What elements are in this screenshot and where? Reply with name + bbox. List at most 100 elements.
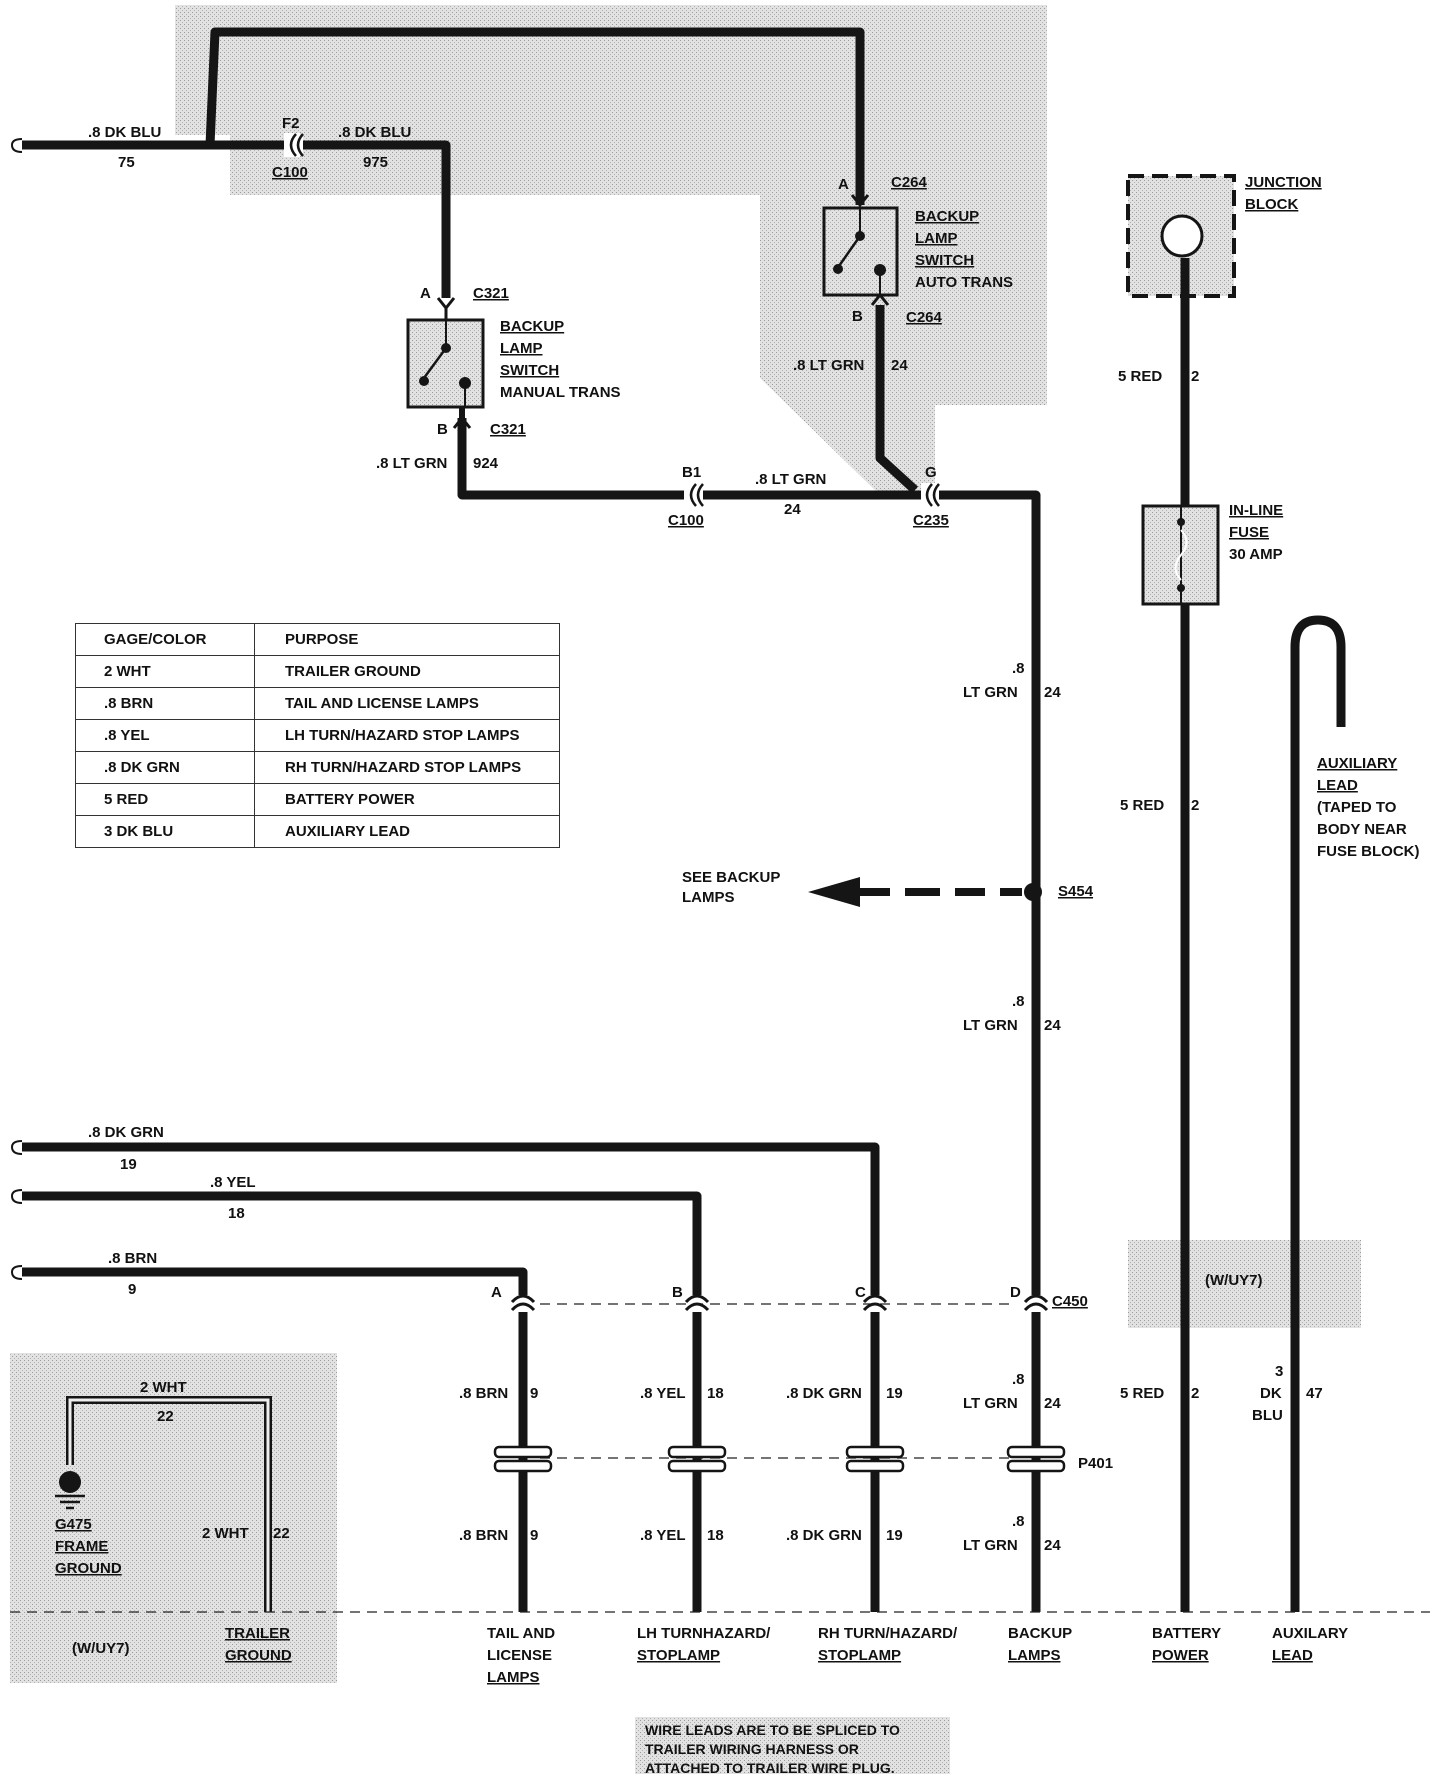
svg-text:LAMPS: LAMPS: [487, 1669, 540, 1686]
svg-text:3: 3: [1275, 1363, 1283, 1380]
legend-gage: .8 BRN: [75, 687, 255, 720]
svg-text:JUNCTION: JUNCTION: [1245, 174, 1322, 191]
svg-text:GROUND: GROUND: [225, 1647, 292, 1664]
svg-text:.8 LT GRN: .8 LT GRN: [755, 471, 826, 488]
svg-text:LAMPS: LAMPS: [1008, 1647, 1061, 1664]
svg-text:TRAILER WIRING HARNESS OR: TRAILER WIRING HARNESS OR: [645, 1741, 859, 1757]
svg-text:C100: C100: [668, 512, 704, 529]
svg-text:19: 19: [120, 1156, 137, 1173]
label-aux-lead: AUXILIARY LEAD (TAPED TO BODY NEAR FUSE …: [1317, 755, 1420, 860]
legend-row: 5 RED BATTERY POWER: [75, 783, 560, 816]
svg-text:LT GRN: LT GRN: [963, 684, 1018, 701]
svg-text:9: 9: [530, 1527, 538, 1544]
svg-text:STOPLAMP: STOPLAMP: [637, 1647, 720, 1664]
connector-c235: [921, 483, 940, 507]
legend-purpose: AUXILIARY LEAD: [254, 815, 560, 848]
wire-wht-22-core: [68, 1398, 270, 1612]
svg-text:18: 18: [228, 1205, 245, 1222]
splice-s454: [808, 877, 1042, 907]
svg-text:B: B: [437, 421, 448, 438]
svg-text:B: B: [672, 1284, 683, 1301]
label-backup-lamps: BACKUP LAMPS: [1008, 1625, 1072, 1664]
svg-text:BACKUP: BACKUP: [915, 208, 979, 225]
svg-text:STOPLAMP: STOPLAMP: [818, 1647, 901, 1664]
svg-text:RH TURN/HAZARD/: RH TURN/HAZARD/: [818, 1625, 958, 1642]
label-w975: .8 DK BLU 975: [338, 124, 411, 171]
label-w75: .8 DK BLU 75: [88, 124, 161, 171]
svg-text:.8 DK BLU: .8 DK BLU: [338, 124, 411, 141]
legend-header-gage: GAGE/COLOR: [75, 623, 255, 656]
svg-text:.8 BRN: .8 BRN: [459, 1385, 508, 1402]
label-w24-auto: .8 LT GRN 24: [793, 357, 908, 374]
p401-plug-2: [667, 1445, 727, 1473]
p401-plug-3: [845, 1445, 905, 1473]
svg-text:19: 19: [886, 1527, 903, 1544]
c450-connector-c: [862, 1294, 888, 1312]
svg-text:TAIL AND: TAIL AND: [487, 1625, 555, 1642]
svg-text:24: 24: [1044, 1017, 1061, 1034]
label-auto-switch: BACKUP LAMP SWITCH AUTO TRANS: [915, 208, 1013, 291]
label-lower-upper-wires: .8 BRN 9 .8 YEL 18 .8 DK GRN 19 .8 LT GR…: [459, 1363, 1323, 1424]
backup-switch-manual: [406, 297, 485, 429]
legend-row: .8 YEL LH TURN/HAZARD STOP LAMPS: [75, 719, 560, 752]
svg-text:24: 24: [1044, 684, 1061, 701]
legend-purpose: BATTERY POWER: [254, 783, 560, 816]
svg-text:C321: C321: [490, 421, 526, 438]
c450-connector-b: [684, 1294, 710, 1312]
label-w2-mid: 5 RED 2: [1120, 797, 1199, 814]
label-trailer-ground: TRAILER GROUND: [225, 1625, 292, 1664]
svg-text:AUTO TRANS: AUTO TRANS: [915, 274, 1013, 291]
svg-text:AUXILIARY: AUXILIARY: [1317, 755, 1397, 772]
legend-row: 2 WHT TRAILER GROUND: [75, 655, 560, 688]
svg-text:BLOCK: BLOCK: [1245, 196, 1298, 213]
legend-header: GAGE/COLOR PURPOSE: [75, 623, 560, 656]
wire-end-9: [10, 1265, 23, 1280]
svg-text:FUSE: FUSE: [1229, 524, 1269, 541]
svg-text:G: G: [925, 464, 937, 481]
svg-text:SEE BACKUP: SEE BACKUP: [682, 869, 780, 886]
p401-plug-4: [1006, 1445, 1066, 1473]
legend-purpose: TRAILER GROUND: [254, 655, 560, 688]
wire-end-18: [10, 1189, 23, 1204]
svg-text:975: 975: [363, 154, 388, 171]
svg-text:C264: C264: [891, 174, 928, 191]
svg-text:2 WHT: 2 WHT: [202, 1525, 249, 1542]
svg-text:F2: F2: [282, 115, 300, 132]
svg-text:DK: DK: [1260, 1385, 1282, 1402]
svg-text:.8 DK BLU: .8 DK BLU: [88, 124, 161, 141]
label-c264: A C264 B C264: [838, 174, 943, 326]
svg-text:TRAILER: TRAILER: [225, 1625, 290, 1642]
svg-text:A: A: [838, 176, 849, 193]
legend-gage: 3 DK BLU: [75, 815, 255, 848]
svg-text:IN-LINE: IN-LINE: [1229, 502, 1283, 519]
legend-row: .8 DK GRN RH TURN/HAZARD STOP LAMPS: [75, 751, 560, 784]
label-junction-block: JUNCTION BLOCK: [1245, 174, 1322, 213]
ground-symbol: [55, 1471, 85, 1510]
svg-text:.8 DK GRN: .8 DK GRN: [88, 1124, 164, 1141]
svg-text:LAMPS: LAMPS: [682, 889, 735, 906]
legend-row: 3 DK BLU AUXILIARY LEAD: [75, 815, 560, 848]
label-w924: .8 LT GRN 924: [376, 455, 499, 472]
label-w24-v2: .8 LT GRN 24: [963, 993, 1061, 1034]
svg-text:B1: B1: [682, 464, 701, 481]
wire-dk-grn-19: [22, 1142, 880, 1295]
label-w9: .8 BRN 9: [108, 1250, 157, 1298]
label-option-right: (W/UY7): [1205, 1272, 1263, 1289]
svg-text:C264: C264: [906, 309, 943, 326]
svg-text:A: A: [491, 1284, 502, 1301]
svg-text:GROUND: GROUND: [55, 1560, 122, 1577]
wire-yel-18: [22, 1191, 702, 1295]
c450-connector-a: [510, 1294, 536, 1312]
shaded-footnote: [635, 1717, 950, 1774]
svg-text:SWITCH: SWITCH: [500, 362, 559, 379]
label-option-left: (W/UY7): [72, 1640, 130, 1657]
label-c450-pins: A B C D C450: [491, 1284, 1088, 1310]
svg-text:LAMP: LAMP: [915, 230, 958, 247]
label-lh-turn: LH TURNHAZARD/ STOPLAMP: [637, 1625, 771, 1664]
svg-text:24: 24: [1044, 1537, 1061, 1554]
svg-text:MANUAL TRANS: MANUAL TRANS: [500, 384, 621, 401]
label-rh-turn: RH TURN/HAZARD/ STOPLAMP: [818, 1625, 958, 1664]
svg-text:9: 9: [530, 1385, 538, 1402]
wire-lt-grn-24-vertical: [935, 490, 1041, 1295]
junction-block: [1126, 174, 1236, 298]
